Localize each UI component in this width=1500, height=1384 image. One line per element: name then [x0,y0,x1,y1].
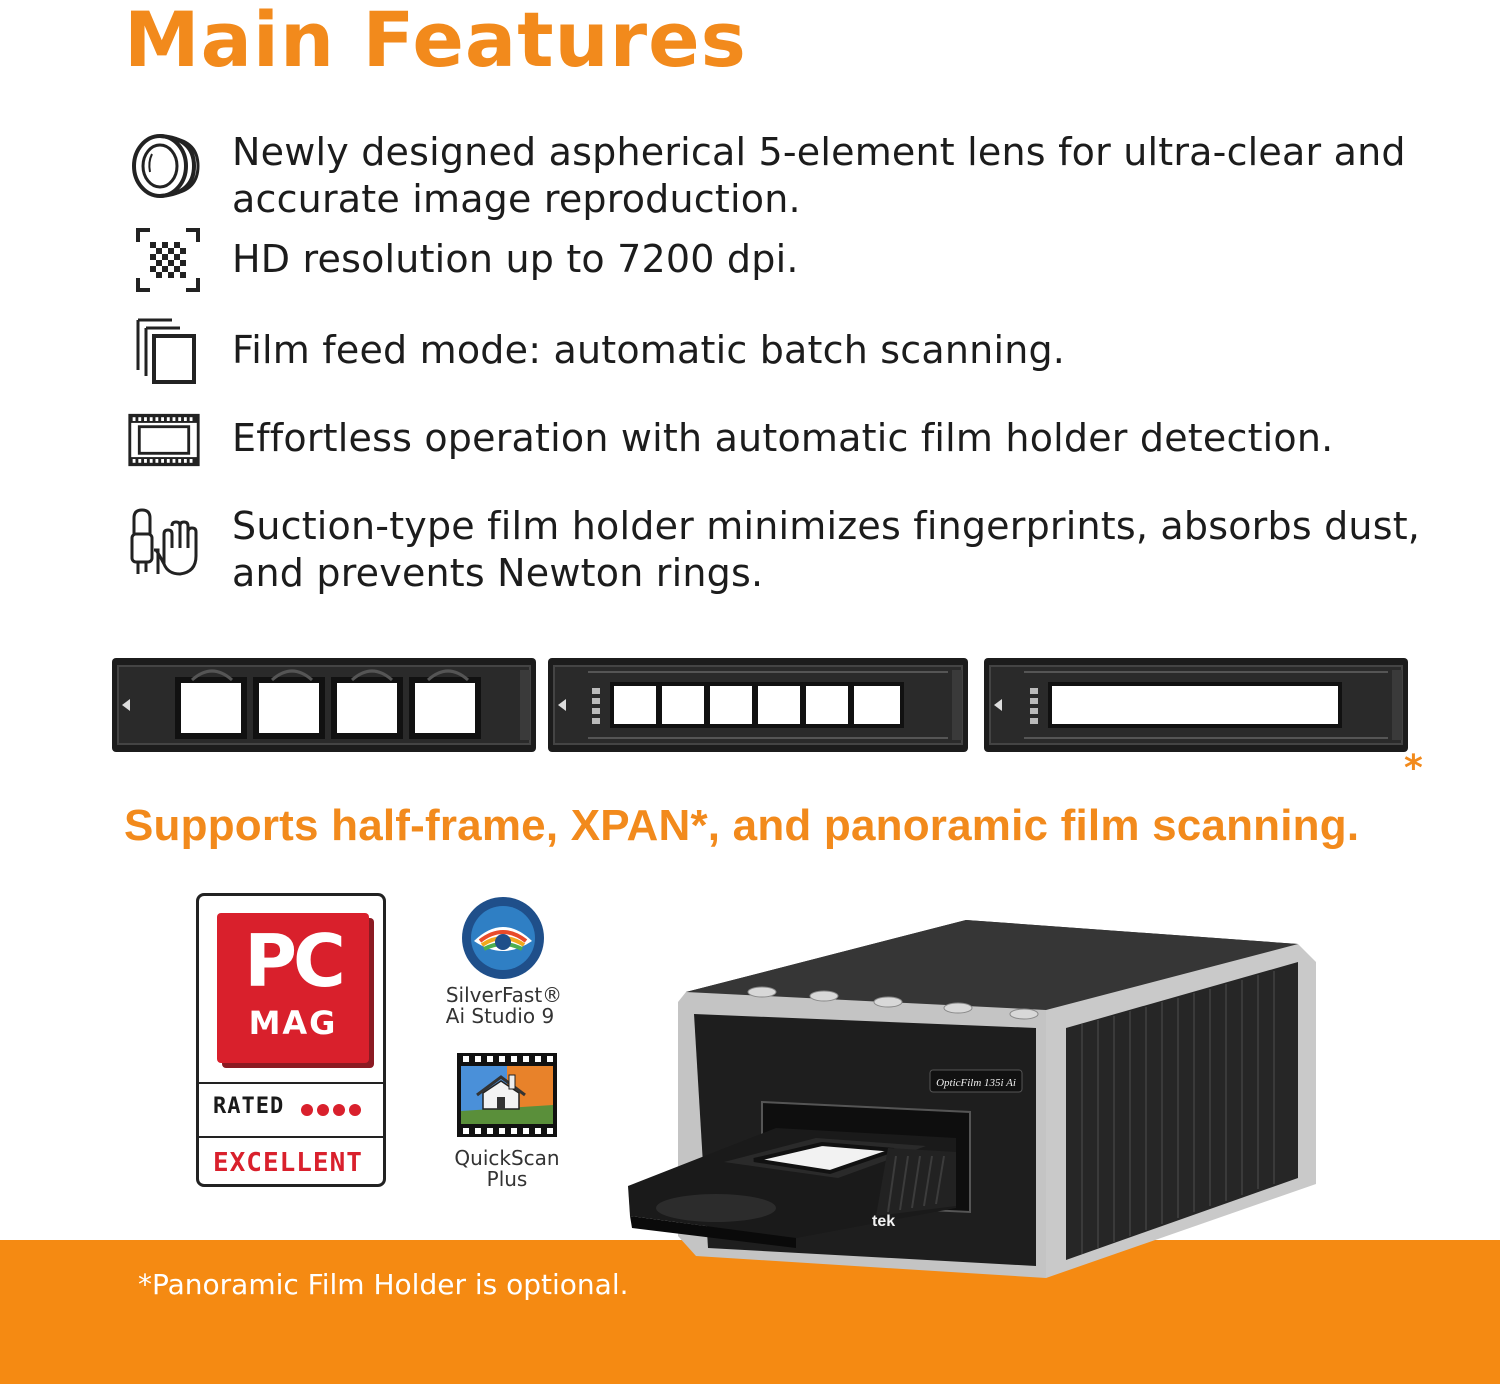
resolution-icon [136,228,200,292]
pcmag-logo-pc: PC [244,919,346,1003]
panoramic-film-holder [984,658,1408,752]
quickscan-logo-icon [457,1053,557,1137]
rating-dot [333,1104,345,1116]
quickscan-plus: Plus [486,1167,528,1191]
film-strip-icon [128,413,200,467]
footer-band [0,1240,1500,1384]
rating-dot [349,1104,361,1116]
silverfast-version: Ai Studio 9 [445,1004,555,1028]
film-scanner-product: OpticFilm 135i Ai tek [628,920,1316,1278]
strip-film-holder [548,658,968,752]
pcmag-rating: EXCELLENT [213,1148,363,1178]
footer-note: *Panoramic Film Holder is optional. [138,1268,629,1301]
feature-text-lens: Newly designed aspherical 5-element lens… [232,130,1406,221]
feature-text-film-feed: Film feed mode: automatic batch scanning… [232,328,1066,372]
feature-text-suction-holder: Suction-type film holder minimizes finge… [232,504,1421,595]
silverfast-logo-icon [462,897,544,979]
film-support-heading: Supports half-frame, XPAN*, and panorami… [124,801,1360,850]
slide-film-holder [112,658,536,752]
pcmag-rated-label: RATED [213,1094,285,1119]
pcmag-rating-dots [301,1101,365,1120]
feature-text-holder-detection: Effortless operation with automatic film… [232,416,1334,460]
rating-dot [317,1104,329,1116]
stacked-frames-icon [136,318,196,384]
lens-icon [132,134,200,198]
feature-text-resolution: HD resolution up to 7200 dpi. [232,237,799,281]
silverfast-name: SilverFast® [445,983,563,1007]
pcmag-badge: PC MAG RATED EXCELLENT [196,893,386,1187]
asterisk-mark: * [1404,748,1423,789]
suction-hand-icon [130,508,198,576]
scanner-model-label: OpticFilm 135i Ai [936,1077,1016,1089]
rating-dot [301,1104,313,1116]
page-title: Main Features [124,0,747,84]
scanner-brand-label: tek [872,1213,895,1230]
pcmag-logo: PC MAG [217,913,369,1063]
quickscan-name: QuickScan [454,1146,560,1170]
pcmag-logo-mag: MAG [248,1004,338,1042]
